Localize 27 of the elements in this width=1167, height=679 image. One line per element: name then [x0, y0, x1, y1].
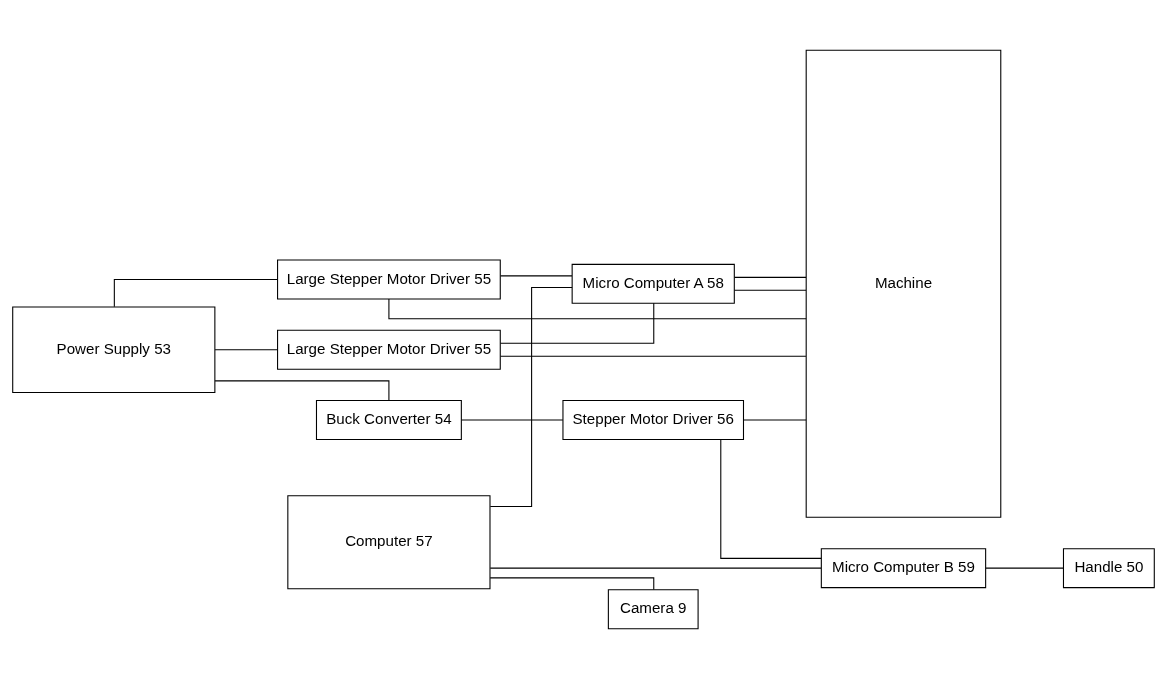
node-box: Buck Converter 54 — [315, 400, 462, 441]
node-box: Large Stepper Motor Driver 55 — [277, 259, 501, 300]
connector — [743, 419, 807, 421]
connector — [489, 286, 573, 508]
node-box: Micro Computer B 59 — [820, 548, 987, 589]
node-box: Handle 50 — [1062, 548, 1155, 589]
connector — [113, 278, 278, 308]
connector — [499, 302, 655, 344]
node-box: Large Stepper Motor Driver 55 — [277, 329, 501, 370]
connector — [214, 349, 278, 351]
connector — [460, 419, 564, 421]
node-box: Machine — [805, 49, 1002, 518]
connector — [720, 439, 822, 559]
connector — [489, 567, 822, 569]
connector — [500, 355, 807, 357]
connector — [214, 380, 390, 401]
connector — [388, 298, 807, 320]
node-box: Power Supply 53 — [12, 306, 216, 393]
node-box: Camera 9 — [607, 589, 699, 630]
connector — [489, 577, 655, 591]
connector — [733, 289, 807, 291]
node-box: Stepper Motor Driver 56 — [562, 400, 745, 441]
connector — [985, 567, 1064, 569]
connector — [500, 275, 573, 277]
connector — [733, 276, 807, 278]
node-box: Micro Computer A 58 — [571, 263, 735, 304]
node-box: Computer 57 — [287, 495, 491, 590]
